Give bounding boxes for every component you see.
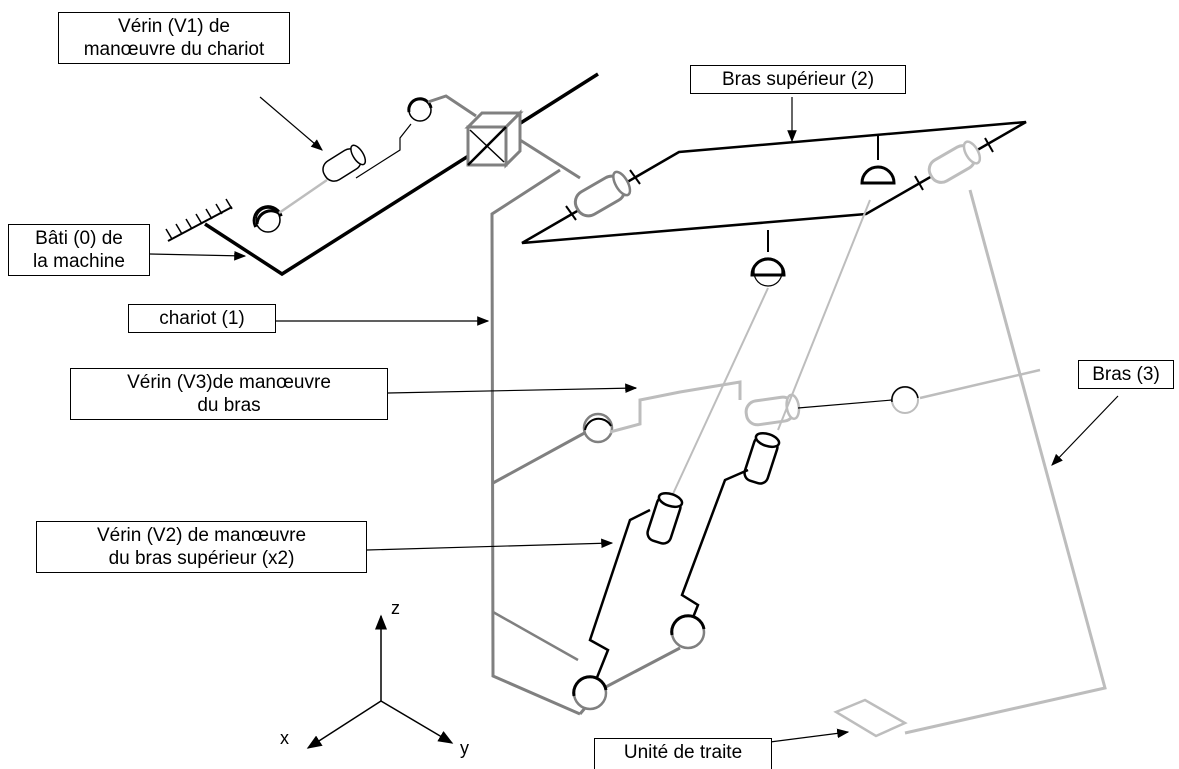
bras3-frame — [833, 189, 1107, 738]
axis-label-y: y — [460, 738, 469, 758]
label-verin-v2: Vérin (V2) de manœuvre du bras supérieur… — [36, 521, 367, 573]
axis-label-x: x — [280, 728, 289, 748]
verin-v3 — [582, 380, 893, 444]
label-verin-v3: Vérin (V3)de manœuvre du bras — [70, 368, 388, 420]
verin-v1 — [252, 94, 477, 233]
label-chariot: chariot (1) — [128, 304, 276, 333]
label-bati: Bâti (0) de la machine — [8, 224, 150, 276]
label-unite-de-traite: Unité de traite — [594, 738, 772, 769]
label-bras-superieur: Bras supérieur (2) — [690, 65, 906, 94]
bras-superieur-plate — [521, 120, 1027, 287]
verin-v2 — [572, 199, 871, 711]
leader-lines — [149, 96, 1119, 743]
bati-frame — [165, 72, 599, 277]
chariot-frame — [464, 109, 681, 716]
label-verin-v1: Vérin (V1) de manœuvre du chariot — [58, 12, 290, 64]
axis-label-z: z — [391, 598, 400, 618]
label-bras3: Bras (3) — [1078, 360, 1174, 389]
axes — [306, 614, 454, 749]
